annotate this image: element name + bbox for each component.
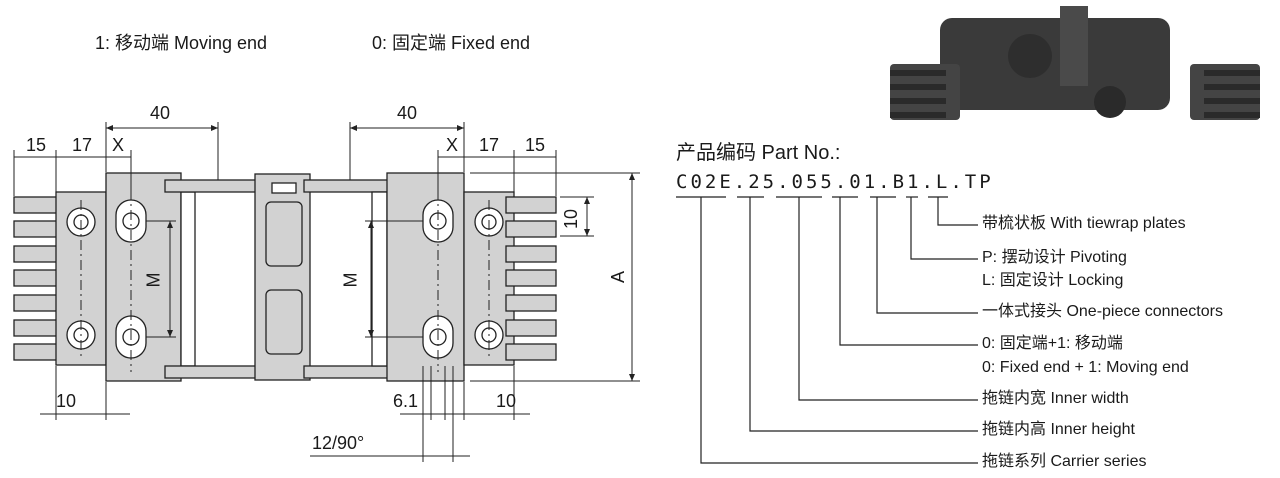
dim-15-left: 15 [26,135,47,155]
part-item-ends-en: 0: Fixed end + 1: Moving end [982,359,1189,376]
part-item-pivoting: P: 摆动设计 Pivoting [982,249,1127,266]
dim-x-right: X [446,135,459,155]
part-item-inner-width: 拖链内宽 Inner width [982,390,1129,407]
dim-40-right: 40 [397,103,418,123]
part-item-tiewrap: 带梳状板 With tiewrap plates [982,215,1186,232]
dim-10-bottom-left: 10 [56,391,77,411]
part-item-inner-height: 拖链内高 Inner height [982,421,1135,438]
dim-40-left: 40 [150,103,171,123]
fixed-end-label: 0: 固定端 Fixed end [372,33,531,53]
part-item-ends-cn: 0: 固定端+1: 移动端 [982,335,1123,352]
dim-6-1: 6.1 [393,391,419,411]
dim-17-right: 17 [479,135,500,155]
part-item-connectors: 一体式接头 One-piece connectors [982,303,1223,320]
dim-17-left: 17 [72,135,93,155]
left-connector-fingers [13,196,65,361]
dim-angle: 12/90° [312,433,365,453]
product-photo [890,6,1260,120]
dim-15-right: 15 [525,135,546,155]
part-item-series: 拖链系列 Carrier series [982,453,1147,470]
part-item-locking: L: 固定设计 Locking [982,272,1124,289]
right-connector-fingers [505,196,557,361]
part-number-code: C02E.25.055.01.B1.L.TP [676,171,994,193]
moving-end-label: 1: 移动端 Moving end [95,33,268,53]
part-number-title: 产品编码 Part No.: [676,142,841,164]
dim-x-left: X [112,135,125,155]
dim-10-bottom-right: 10 [496,391,517,411]
